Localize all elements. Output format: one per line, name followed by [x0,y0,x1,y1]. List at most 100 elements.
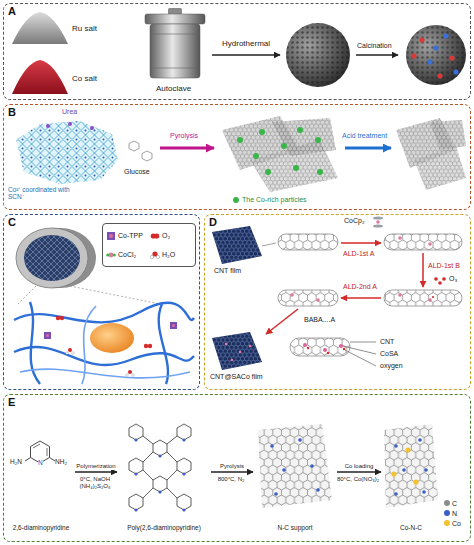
drawing-circle [172,324,175,327]
drawing-circle [158,454,161,457]
drawing-polygon [414,146,466,190]
drawing-circle [46,334,49,337]
drawing-rect [145,14,205,24]
structure-caption: 2,6-diaminopyridine [13,524,70,531]
drawing-rect [44,332,51,339]
drawing-line [345,147,391,150]
drawing-circle [428,242,432,246]
reaction-arrow [211,471,253,472]
drawing-polygon [129,458,143,474]
drawing-circle [109,234,113,238]
annotation-label: Acid treatment [342,132,387,140]
step-label: Pyrolysis [219,463,245,470]
drawing-circle [434,277,438,281]
panel-letter: E [8,396,15,408]
legend-row: Co [444,518,461,528]
drawing-line [345,350,376,366]
drawing-circle [46,124,50,128]
drawing-polygon [212,332,262,370]
drawing-line [25,458,31,462]
drawing-path [20,369,190,378]
structure-caption: Co-N-C [400,524,422,531]
drawing-rect [170,322,177,329]
annotation-label: Co²⁺ coordinated with SCN⁻ [8,186,80,201]
drawing-circle [154,233,159,238]
drawing-circle [231,359,234,362]
annotation-label: Glucose [124,168,150,176]
structure-caption: N-C support [277,524,312,531]
drawing-rect [290,338,350,356]
drawing-circle [391,471,396,476]
drawing-polygon [212,226,262,264]
drawing-path [159,304,168,384]
panel-e-art [25,424,438,512]
structure-stage: Co-N-C [381,407,441,537]
annotation-label: H₂N [10,458,22,465]
annotation-label: ALD-2nd A [343,283,377,291]
annotation-label: CNT [380,338,394,346]
drawing-polygon [153,476,167,492]
drawing-polygon [177,424,191,440]
drawing-circle [270,444,274,448]
drawing-polygon [430,120,466,150]
drawing-line [341,297,381,299]
molecule-icon [106,231,118,241]
drawing-line [341,242,381,244]
drawing-circle [310,464,314,468]
legend-text: C [452,500,457,507]
annotation-label: CNT@SACo film [210,373,263,381]
drawing-circle [158,490,161,493]
drawing-circle [449,55,454,60]
annotation-label: BABA....A [304,316,335,324]
drawing-line [167,470,177,480]
drawing-circle [303,343,307,347]
drawing-rect [150,24,200,78]
panel-frame: CCo-TPPO₂CoCl₂H₂O [3,214,200,390]
step-label: Co loading [344,463,375,470]
drawing-rect [278,234,338,250]
drawing-rect [278,290,338,306]
drawing-circle [339,344,343,348]
drawing-circle [398,236,402,240]
annotation-label: CNT film [214,267,241,275]
legend-inset-box: Co-TPPO₂CoCl₂H₂O [102,223,196,267]
drawing-circle [427,59,432,64]
annotation-label: Hydrothermal [222,39,270,48]
drawing-circle [453,69,458,74]
drawing-circle [249,345,252,348]
annotation-label: CoSA [380,350,398,358]
drawing-polygon [258,424,332,508]
drawing-polygon [129,424,143,440]
drawing-line [150,34,200,35]
structure-stage: N-C support [253,407,337,537]
annotation-label: Co salt [72,74,97,83]
drawing-circle [411,53,416,58]
caption-row: 2,6-diaminopyridine [7,516,75,534]
drawing-line [262,243,276,246]
drawing-polygon [16,121,118,184]
drawing-polygon [212,332,262,370]
annotation-label: oxygen [380,362,403,370]
drawing-polygon [414,146,466,190]
drawing-circle [293,165,299,171]
drawing-line [266,309,298,334]
drawing-circle [437,73,442,78]
molecule-name: CoCl₂ [118,251,136,259]
drawing-path [12,60,68,94]
drawing-circle [237,137,243,143]
drawing-circle [182,438,185,441]
drawing-circle [68,348,72,352]
drawing-circle [433,45,438,50]
structure-stage: 2,6-diaminopyridine [7,407,75,537]
panel-a-art [12,8,466,94]
annotation-label: Autoclave [156,84,191,93]
molecule-name: O₂ [162,232,170,240]
drawing-circle [290,293,294,297]
drawing-polygon [430,120,466,150]
drawing-circle [307,347,309,349]
drawing-polygon [177,494,191,510]
drawing-line [167,436,177,444]
drawing-circle [259,129,265,135]
drawing-circle [253,153,259,159]
annotation-label: ALD-1st B [428,262,460,270]
